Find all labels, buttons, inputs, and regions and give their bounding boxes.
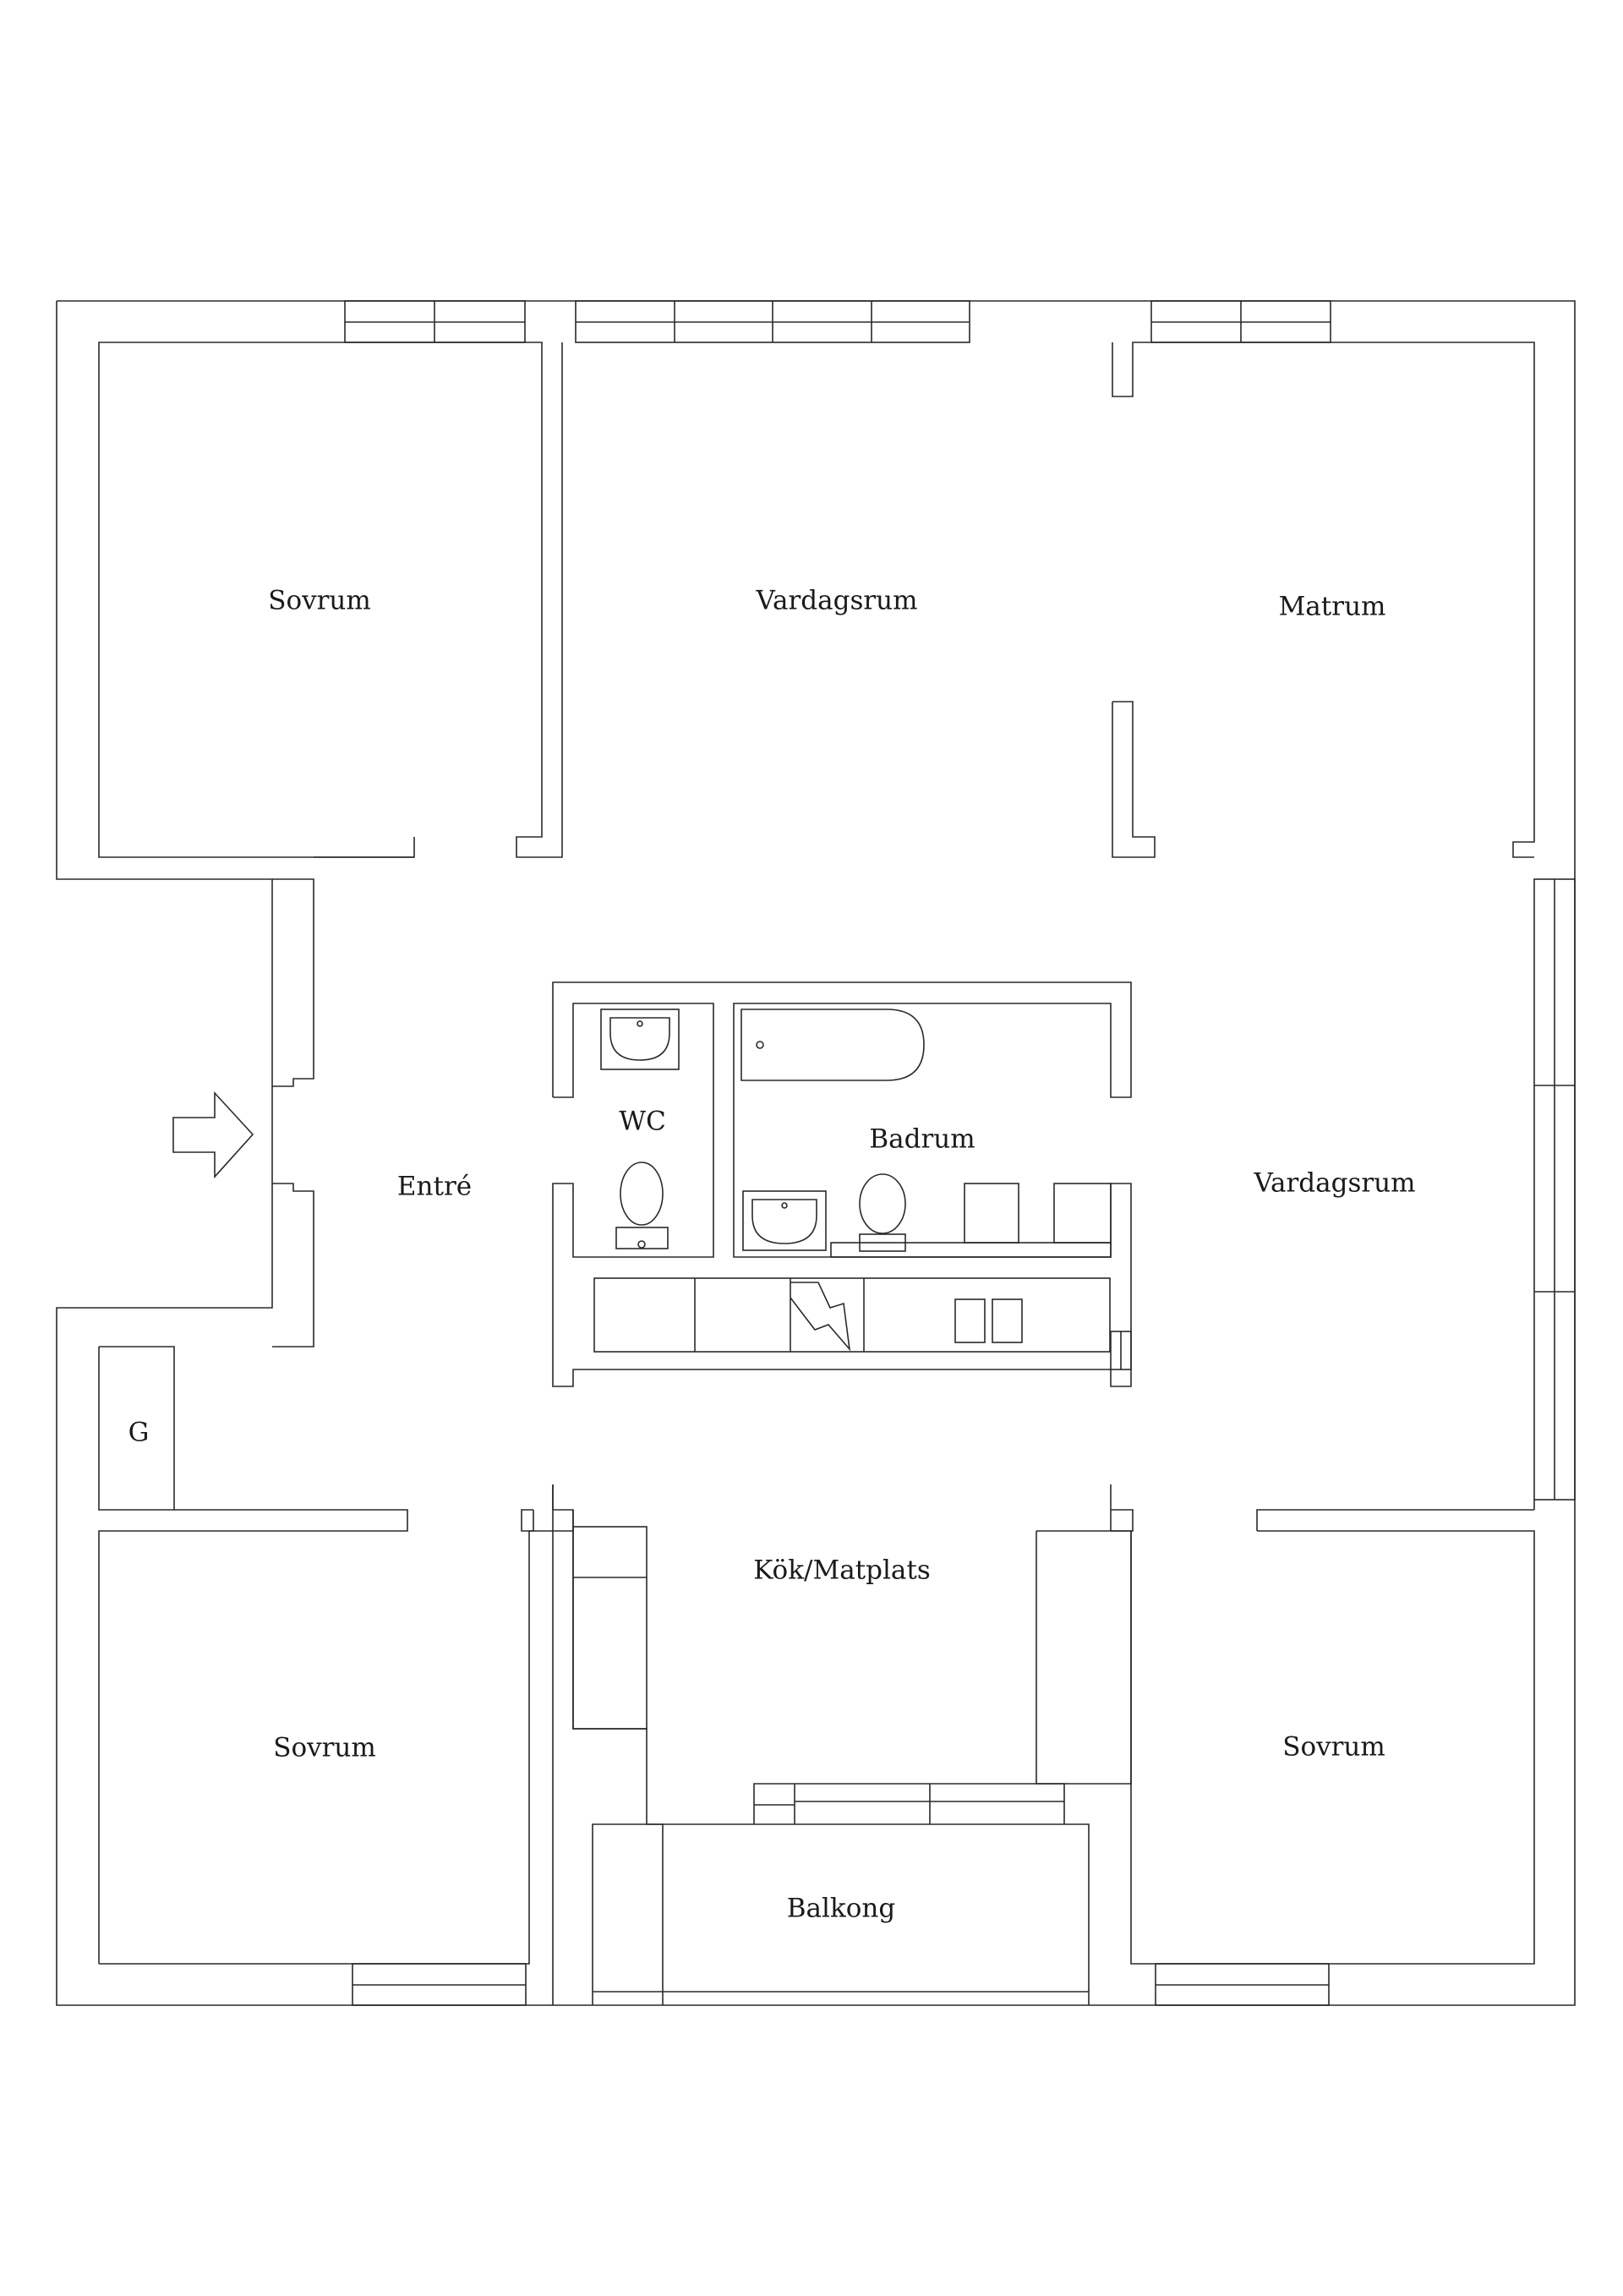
label-badrum: Badrum xyxy=(869,1124,975,1155)
entrance-arrow-icon xyxy=(172,1091,254,1179)
windows-north xyxy=(344,300,1331,343)
label-matrum: Matrum xyxy=(1279,592,1386,622)
label-sovrum-se: Sovrum xyxy=(1282,1732,1385,1763)
entry-walls xyxy=(272,856,414,1348)
partitions-vardagsrum-matrum xyxy=(1112,342,1535,858)
window-kitchen-balcony xyxy=(753,1783,1065,1824)
outer-walls xyxy=(56,300,1576,2006)
wc-sink-icon xyxy=(600,1009,680,1070)
room-sovrum-se xyxy=(1130,1500,1535,1965)
label-kok-matplats: Kök/Matplats xyxy=(753,1555,931,1586)
wc-toilet-icon xyxy=(615,1162,669,1249)
room-balkong xyxy=(592,1823,1090,2005)
label-vardagsrum-north: Vardagsrum xyxy=(755,586,917,616)
label-balkong: Balkong xyxy=(787,1894,895,1924)
label-entre: Entré xyxy=(397,1172,472,1202)
windows-east xyxy=(1533,878,1576,1501)
washing-machines-icon xyxy=(830,1183,1112,1258)
bathtub-icon xyxy=(740,1009,925,1081)
lightning-bolt-icon xyxy=(790,1282,851,1352)
label-garderob: G xyxy=(128,1418,150,1448)
wet-room-core xyxy=(552,981,1132,1387)
label-sovrum-nw: Sovrum xyxy=(268,586,371,616)
room-sovrum-sw xyxy=(98,1484,574,1965)
bathroom-sink-icon xyxy=(742,1190,827,1251)
room-sovrum-nw xyxy=(98,342,563,858)
label-sovrum-sw: Sovrum xyxy=(273,1733,376,1763)
bathroom-toilet-icon xyxy=(859,1173,906,1252)
windows-south xyxy=(352,1963,1330,2006)
label-vardagsrum-east: Vardagsrum xyxy=(1253,1168,1415,1199)
label-wc: WC xyxy=(619,1107,666,1137)
